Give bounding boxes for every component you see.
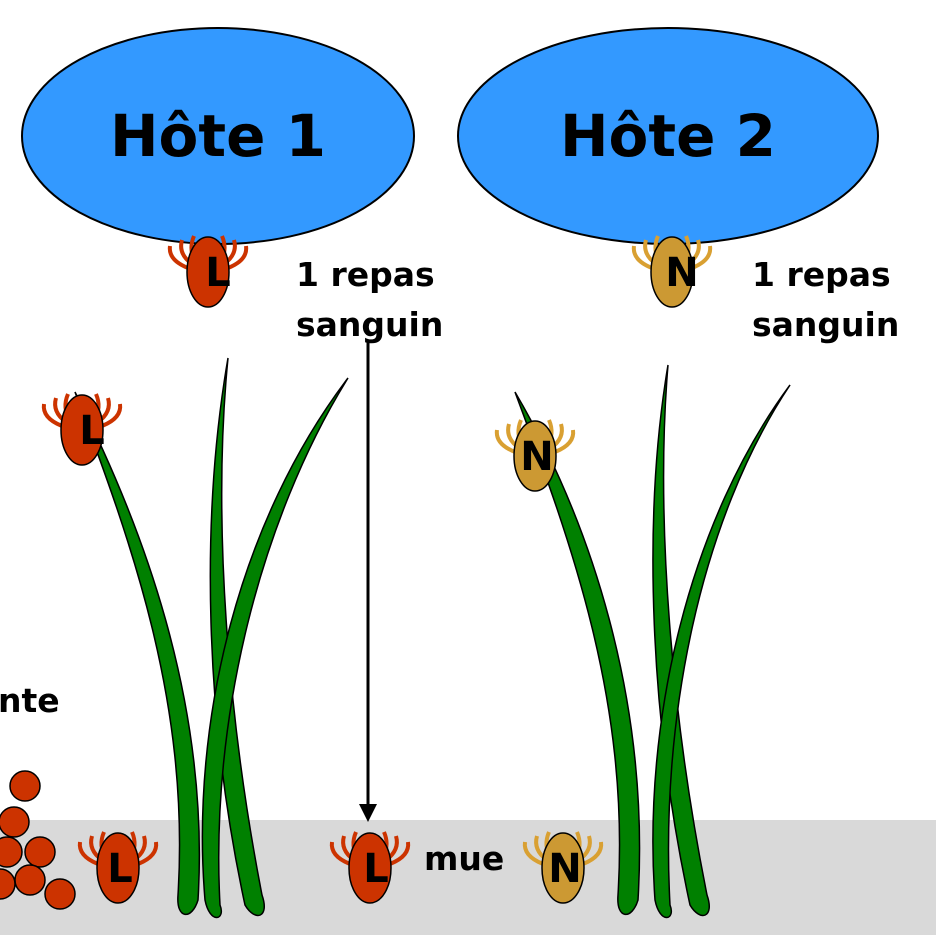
svg-text:sanguin: sanguin [296, 305, 443, 344]
meal-caption-2: 1 repas sanguin [752, 255, 899, 344]
host-2: Hôte 2 [458, 28, 878, 244]
larva-letter: L [79, 408, 105, 454]
nymph-letter: N [520, 434, 553, 480]
larva-tick-on-grass: L [44, 394, 120, 465]
nymph-tick-on-grass: N [497, 420, 573, 491]
left-partial-caption: nte [0, 681, 60, 720]
nymph-tick-host-2: N [634, 236, 710, 307]
svg-text:1 repas: 1 repas [296, 255, 435, 294]
nymph-letter: N [548, 846, 581, 892]
larva-letter: L [107, 846, 133, 892]
molt-arrow [359, 342, 377, 822]
host-2-label: Hôte 2 [560, 102, 776, 170]
host-1: Hôte 1 [22, 28, 414, 244]
larva-letter: L [205, 250, 231, 296]
larva-tick-host-1: L [170, 236, 246, 307]
svg-text:1 repas: 1 repas [752, 255, 891, 294]
meal-caption-1: 1 repas sanguin [296, 255, 443, 344]
larva-letter: L [363, 846, 389, 892]
molt-caption: mue [424, 839, 504, 878]
svg-text:sanguin: sanguin [752, 305, 899, 344]
nymph-letter: N [665, 250, 698, 296]
host-1-label: Hôte 1 [110, 102, 326, 170]
